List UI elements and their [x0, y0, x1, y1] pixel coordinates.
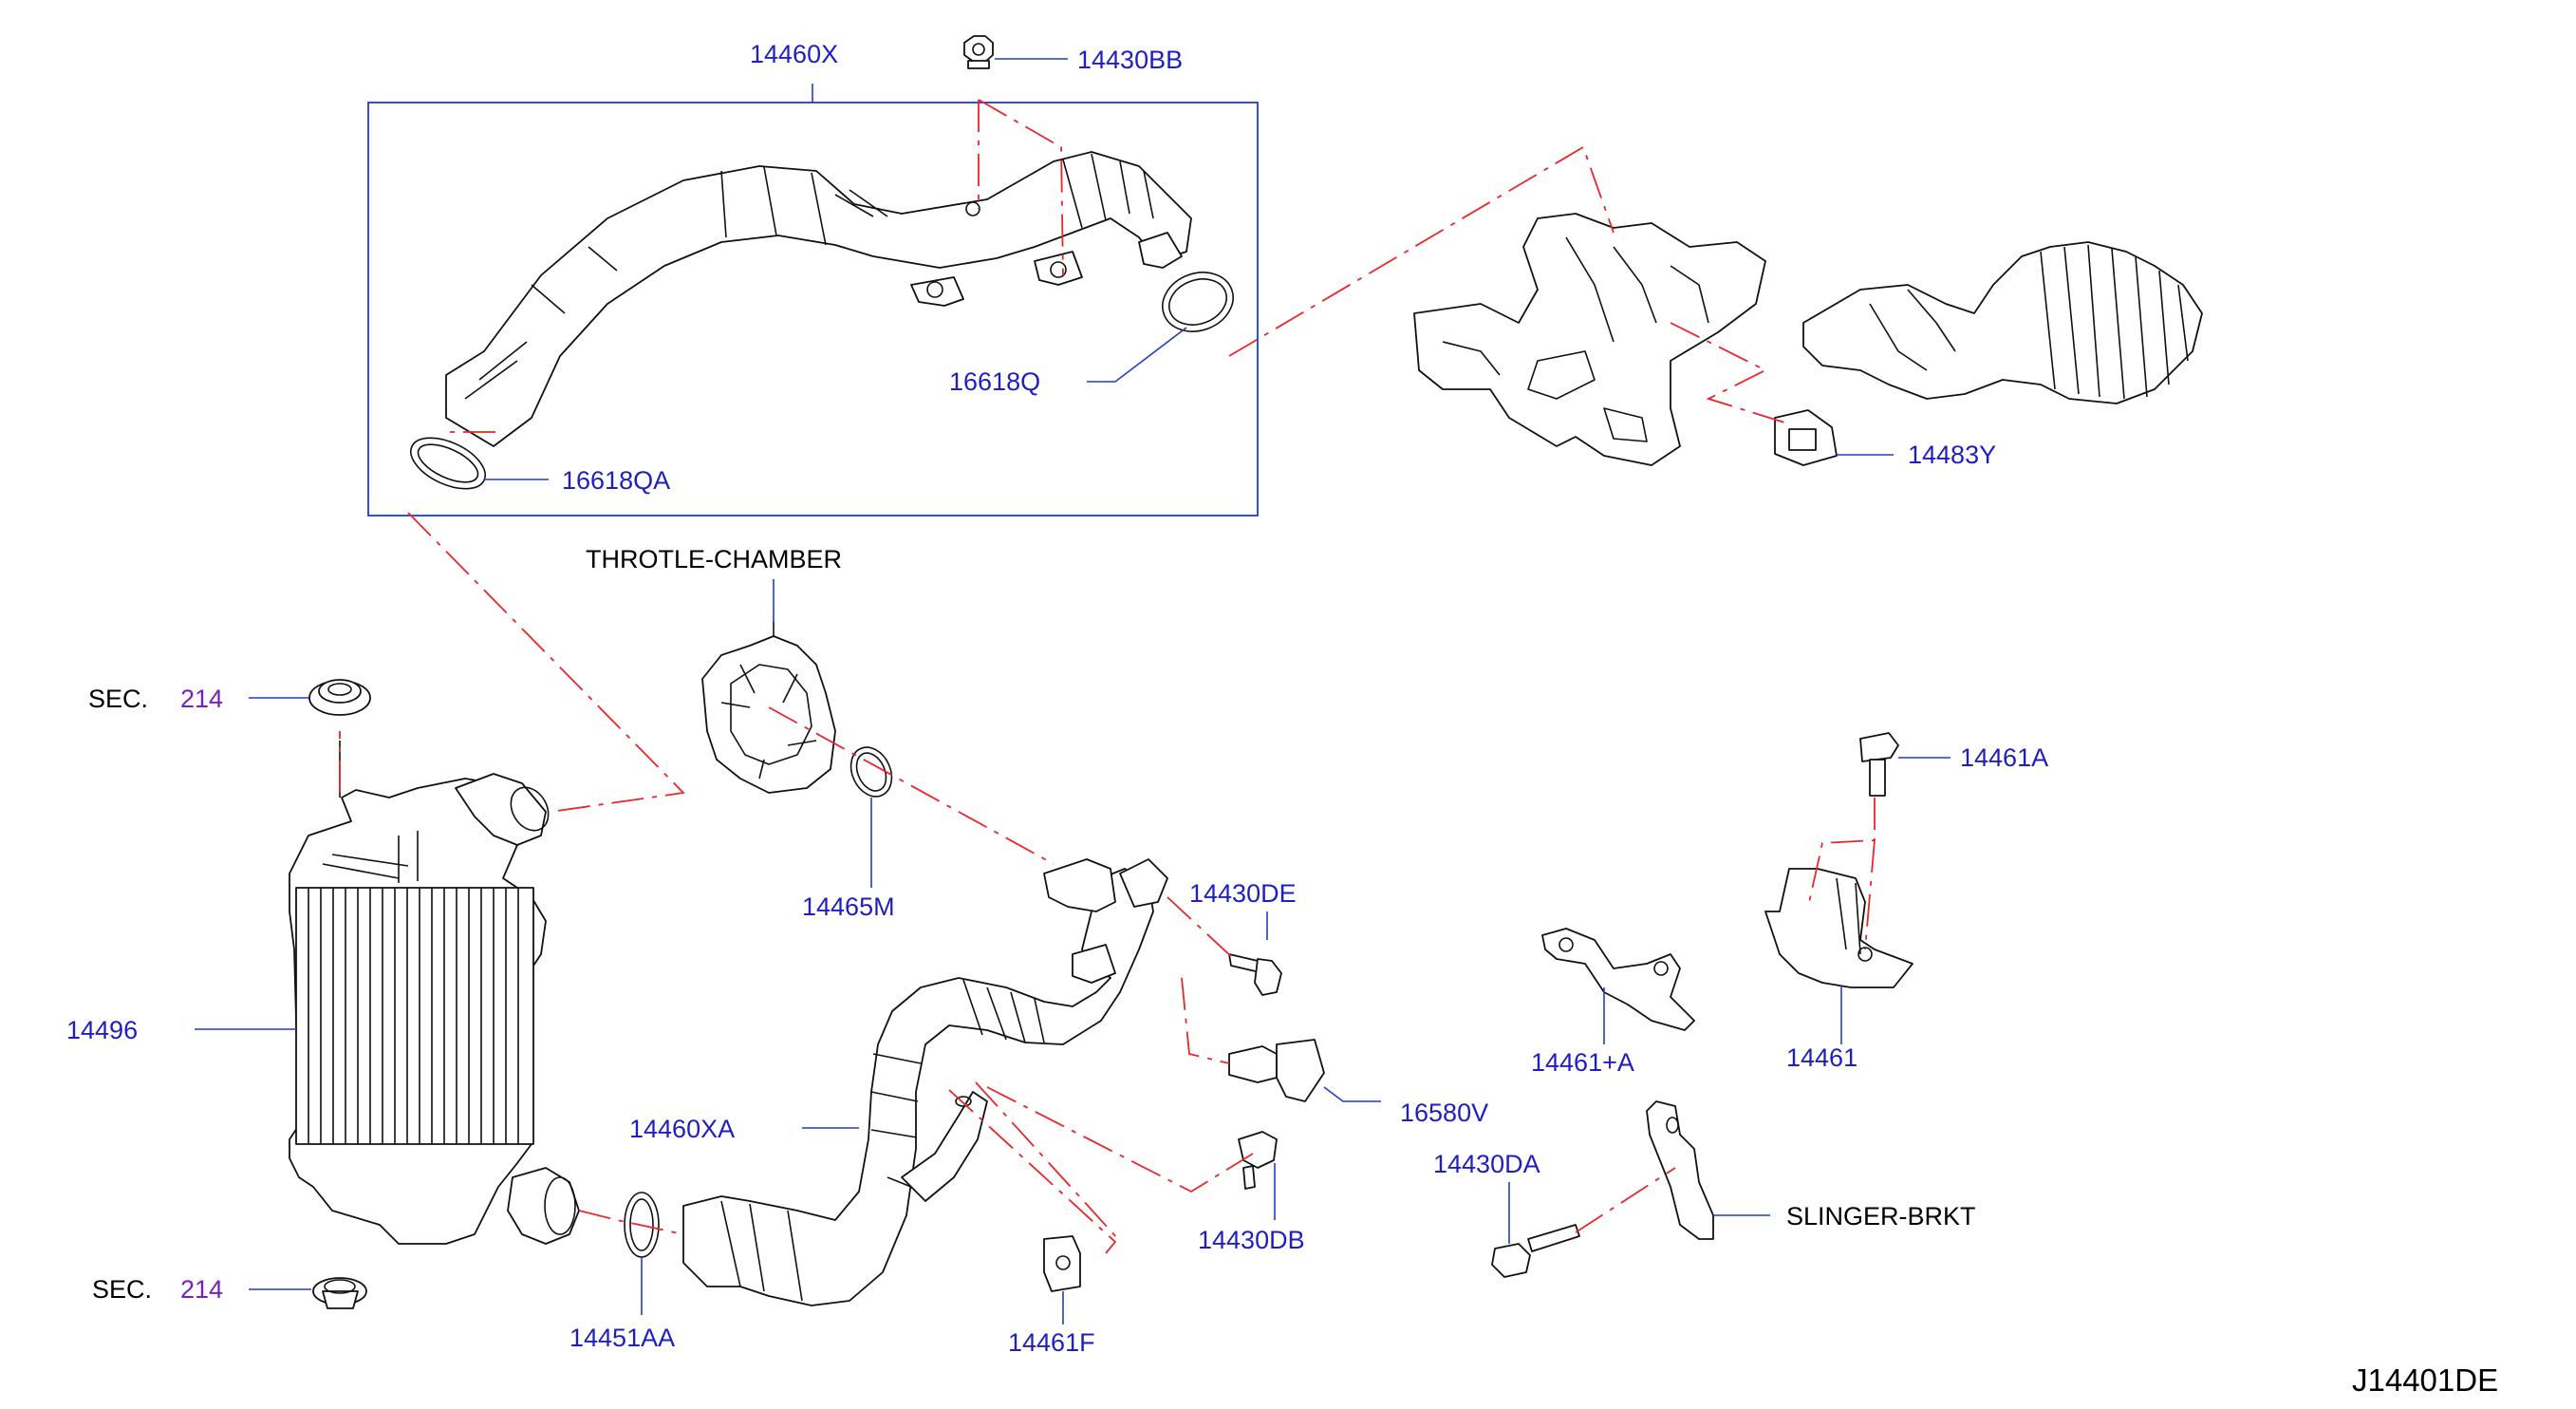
label-14430da: 14430DA [1433, 1150, 1540, 1178]
label-14483y: 14483Y [1908, 441, 1996, 469]
bolt-14430bb [963, 35, 994, 69]
label-14430db: 14430DB [1198, 1226, 1305, 1254]
label-slinger-brkt: SLINGER-BRKT [1786, 1202, 1976, 1231]
label-14451aa: 14451AA [569, 1324, 675, 1352]
grommet-sec214-bottom [312, 1277, 367, 1309]
assembly-center-lines [339, 99, 1876, 1254]
labels: 14460X 14430BB 16618Q 16618QA 14483Y THR… [66, 40, 2498, 1398]
bolt-14461a [1859, 732, 1899, 797]
oring-16618q [1162, 272, 1234, 332]
bolt-14430db [1238, 1131, 1278, 1190]
bracket-14461 [1764, 868, 1913, 988]
label-16580v: 16580V [1400, 1099, 1488, 1127]
label-sec-top: SEC. [88, 685, 148, 713]
grommet-sec214-top [308, 679, 371, 716]
bolt-14430de [1228, 953, 1282, 996]
label-14460x: 14460X [750, 40, 838, 68]
sensor-14483y [1774, 409, 1838, 466]
clip-14461f [1043, 1235, 1081, 1292]
sensor-16580v [1228, 1039, 1325, 1102]
label-14461f: 14461F [1008, 1328, 1095, 1357]
oring-14465m [849, 746, 893, 798]
label-14461-plus-a: 14461+A [1531, 1048, 1634, 1077]
label-16618qa: 16618QA [562, 466, 670, 495]
pipe-14460xa [682, 858, 1168, 1306]
diagram-code: J14401DE [2352, 1362, 2498, 1398]
label-14465m: 14465M [802, 892, 895, 921]
pipe-14460x [445, 151, 1192, 447]
label-sec-bottom-num: 214 [180, 1275, 223, 1304]
label-16618q: 16618Q [949, 367, 1040, 396]
label-14496: 14496 [66, 1016, 138, 1044]
label-14461: 14461 [1786, 1043, 1857, 1072]
bracket-14461-plus-a [1541, 928, 1695, 1031]
intercooler-14496 [289, 741, 580, 1245]
slinger-bracket [1646, 1100, 1714, 1240]
bolt-14430da [1491, 1224, 1580, 1278]
engine-manifold-assembly [1413, 213, 2203, 466]
label-14430bb: 14430BB [1077, 46, 1183, 74]
label-14430de: 14430DE [1189, 879, 1297, 908]
label-sec-top-num: 214 [180, 685, 223, 713]
throttle-chamber [701, 622, 836, 794]
label-throttle-chamber: THROTLE-CHAMBER [586, 545, 842, 573]
label-14460xa: 14460XA [629, 1115, 735, 1143]
leader-16580v [1323, 1086, 1381, 1102]
leader-16618q [1087, 327, 1187, 383]
label-sec-bottom: SEC. [92, 1275, 152, 1304]
label-14461a: 14461A [1960, 743, 2048, 772]
